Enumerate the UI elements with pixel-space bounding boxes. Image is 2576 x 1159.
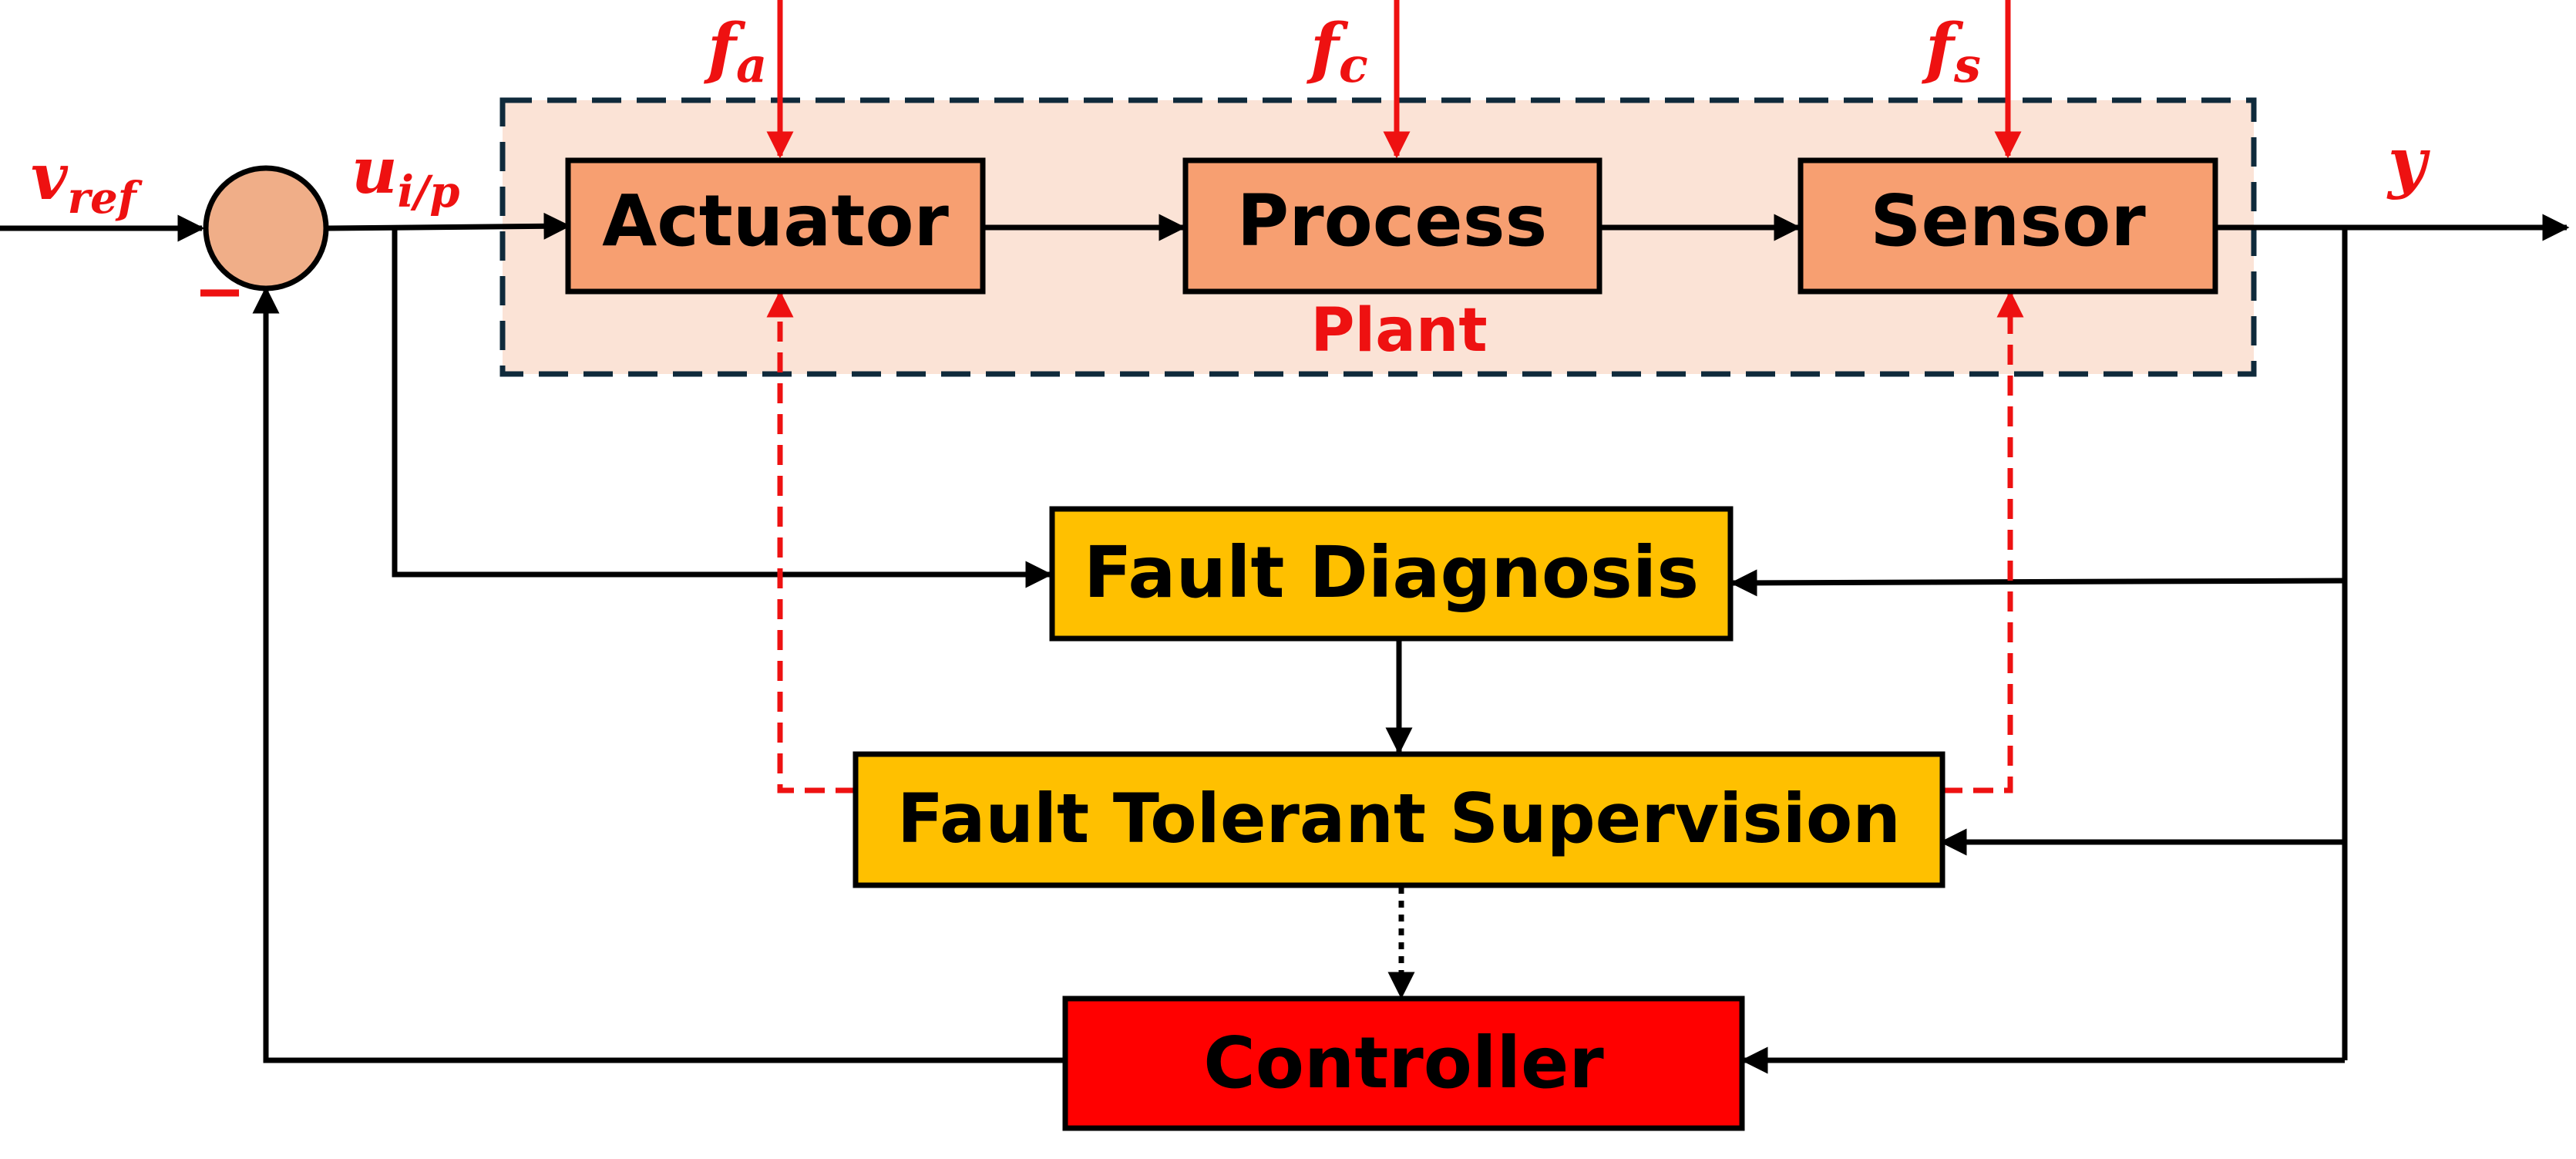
controller-label: Controller xyxy=(1203,1022,1604,1104)
fault-tolerant-supervision-label: Fault Tolerant Supervision xyxy=(897,779,1901,858)
fault-diagnosis-label: Fault Diagnosis xyxy=(1084,531,1699,614)
fault-diagnosis-block xyxy=(1049,506,1734,642)
summer-negative-sign: − xyxy=(193,255,245,327)
sensor-fault-label: fs xyxy=(1921,9,1981,93)
process-fault-label: fc xyxy=(1306,9,1368,93)
signal-lines xyxy=(0,212,2570,1074)
input-to-diagnosis-arrow xyxy=(392,228,1053,588)
output-signal-label: y xyxy=(2386,123,2430,201)
sensor-block xyxy=(1797,157,2218,295)
summing-junction xyxy=(203,165,329,291)
actuator-label: Actuator xyxy=(602,180,949,262)
controller-feedback-arrow xyxy=(252,286,1065,1063)
actuator-fault-label: fa xyxy=(703,9,767,93)
output-to-diagnosis-arrow xyxy=(1730,569,2346,597)
fault-arrows xyxy=(766,0,2022,159)
actuator-block xyxy=(565,157,986,295)
reconfiguration-paths xyxy=(766,290,2024,793)
process-block xyxy=(1182,157,1602,295)
fault-tolerant-supervision-block xyxy=(853,751,1945,888)
supervision-to-sensor-dashed-arrow xyxy=(1942,290,2024,793)
summer-to-actuator-arrow xyxy=(328,212,571,240)
supervision-to-actuator-dashed-arrow xyxy=(766,290,856,793)
input-signal-label: ui/p xyxy=(351,134,460,217)
process-label: Process xyxy=(1237,180,1547,262)
reference-signal-label: vref xyxy=(31,140,143,224)
controller-block xyxy=(1062,996,1745,1131)
sensor-label: Sensor xyxy=(1870,180,2146,262)
plant-label: Plant xyxy=(1310,296,1487,366)
